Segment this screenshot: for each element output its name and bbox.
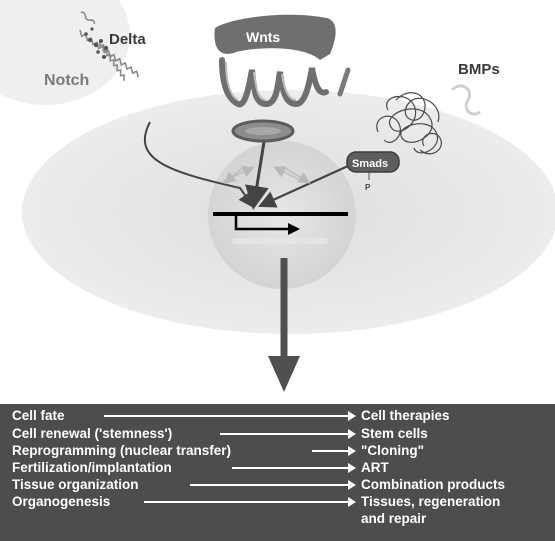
outcome-row: Reprogramming (nuclear transfer) "Clonin…	[12, 442, 552, 459]
wnt-pathway-arrow	[245, 141, 269, 210]
outcome-row-arrow	[312, 446, 356, 456]
outcome-row-arrow	[220, 429, 356, 439]
outcome-row-arrow	[104, 411, 356, 421]
outcome-row-arrow	[190, 480, 356, 490]
outcome-arrow-head	[268, 356, 300, 392]
delta-ligand	[84, 27, 109, 59]
process-label: Fertilization/implantation	[12, 460, 172, 475]
notch-pathway-arrow	[143, 121, 255, 209]
outcome-row: Fertilization/implantation ART	[12, 459, 552, 476]
process-label: Organogenesis	[12, 494, 111, 509]
transcription-start-arrow	[234, 214, 290, 231]
phospho-label: P	[365, 183, 371, 192]
outcome-row: Tissue organization Combination products	[12, 476, 552, 493]
product-label: Stem cells	[361, 426, 428, 441]
outcome-row-arrow	[144, 497, 356, 507]
outcome-row-arrow	[232, 463, 356, 473]
product-label-continued: and repair	[361, 511, 427, 526]
delta-label: Delta	[109, 31, 146, 48]
product-label: Cell therapies	[361, 408, 450, 423]
smads-label: Smads	[352, 158, 388, 170]
outcome-row: Cell fate Cell therapies	[12, 407, 552, 424]
process-label: Cell fate	[12, 408, 65, 423]
frizzled-receptor-inner	[245, 127, 281, 135]
bmp-ligand	[376, 92, 442, 155]
product-label: Tissues, regeneration	[361, 494, 501, 509]
product-label: ART	[361, 460, 389, 475]
process-label: Cell renewal ('stemness')	[12, 426, 173, 441]
wnts-label: Wnts	[246, 29, 280, 45]
transcription-arrowhead	[288, 223, 300, 235]
smad-pathway-arrow	[257, 164, 349, 208]
smads-complex	[346, 151, 400, 173]
process-label: Reprogramming (nuclear transfer)	[12, 443, 232, 458]
bmp-shadow	[450, 84, 481, 116]
wnt-ligand	[214, 14, 351, 108]
gene-expression-faint	[232, 238, 328, 244]
crosstalk-arrows	[221, 165, 311, 184]
outcome-row: Organogenesis Tissues, regeneration and …	[12, 493, 552, 529]
process-label: Tissue organization	[12, 477, 139, 492]
bmps-label: BMPs	[458, 61, 500, 78]
background-blob	[0, 0, 130, 105]
product-label: Combination products	[361, 477, 505, 492]
outcomes-panel: Cell fate Cell therapies Cell renewal ('…	[0, 404, 555, 541]
outcome-row: Cell renewal ('stemness') Stem cells	[12, 425, 552, 442]
notch-label: Notch	[44, 72, 89, 89]
product-label: "Cloning"	[361, 443, 425, 458]
